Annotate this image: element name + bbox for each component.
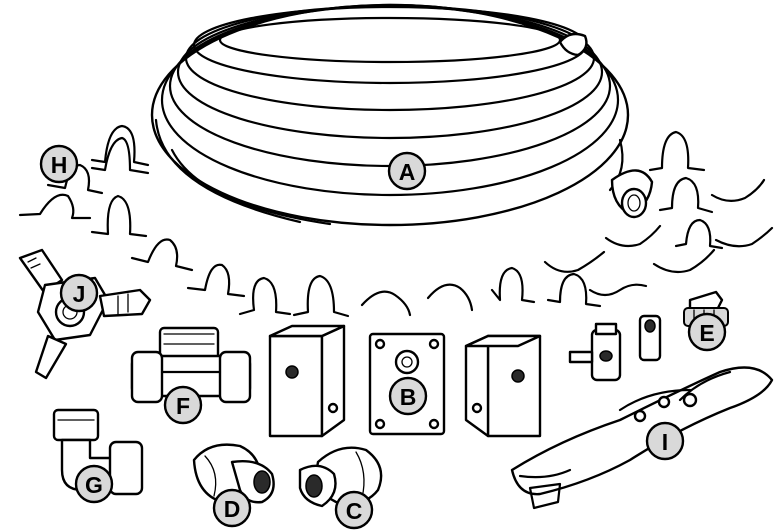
svg-text:E: E [699,320,714,346]
svg-text:F: F [176,393,190,419]
callout-label-j: J [59,273,99,313]
svg-text:B: B [400,384,417,410]
callout-label-a: A [387,151,427,191]
shutoff-valves [568,314,662,382]
callout-label-e: E [687,312,727,352]
callout-label-i: I [645,421,685,461]
callout-label-d: D [212,488,252,528]
svg-text:J: J [73,281,86,307]
svg-text:G: G [85,472,103,498]
svg-text:A: A [399,159,416,185]
pipe-clips [18,124,774,318]
straight-coupler-c [298,446,383,508]
pipe-reamer [18,248,152,380]
pipe-cutter [510,366,774,510]
callout-label-g: G [74,464,114,504]
svg-text:C: C [346,498,363,524]
tee-fitting [130,326,252,404]
svg-text:D: D [224,496,241,522]
callout-label-h: H [39,144,79,184]
svg-text:H: H [51,152,68,178]
callout-label-b: B [388,376,428,416]
tubing-coil [150,3,654,227]
callout-label-f: F [163,385,203,425]
svg-text:I: I [662,429,668,455]
callout-label-c: C [334,490,374,530]
